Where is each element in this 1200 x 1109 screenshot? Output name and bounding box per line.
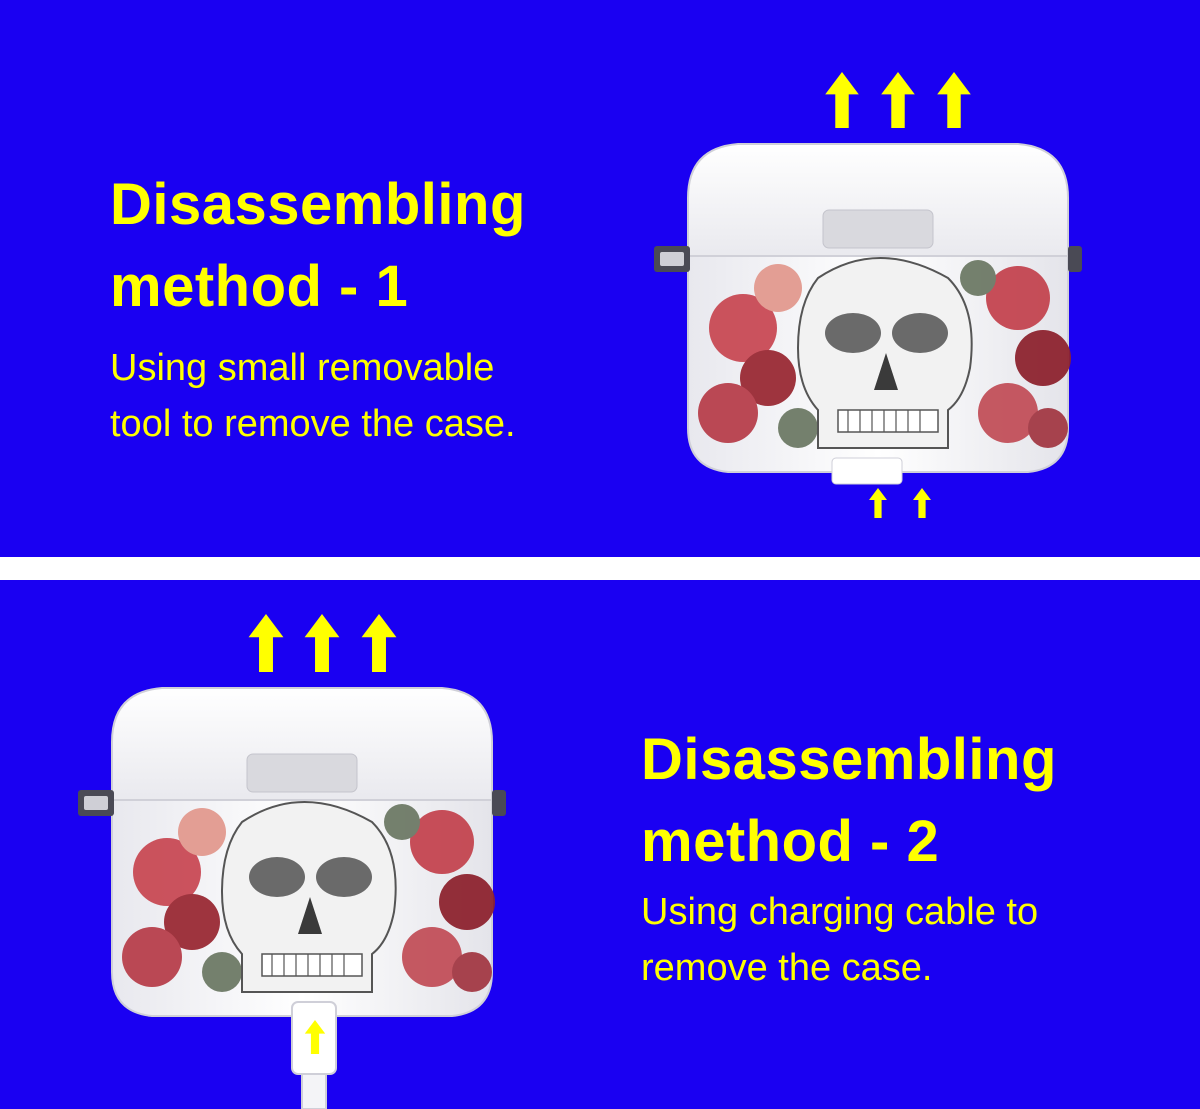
method-1-panel: Disassembling method - 1 Using small rem… xyxy=(0,0,1200,557)
up-arrow-icon xyxy=(304,1020,326,1054)
removal-tool-image xyxy=(831,457,903,485)
up-arrow-icon xyxy=(304,614,340,672)
method-2-title: Disassembling method - 2 xyxy=(641,727,1057,874)
up-arrow-icon xyxy=(913,488,931,518)
up-arrow-icon xyxy=(937,72,971,128)
up-arrow-icon xyxy=(825,72,859,128)
charging-cable-image xyxy=(291,1001,337,1109)
method-2-description: Using charging cable to remove the case. xyxy=(641,891,1039,989)
earbuds-case-image xyxy=(77,687,507,1017)
up-arrow-icon xyxy=(248,614,284,672)
up-arrow-icon xyxy=(881,72,915,128)
earbuds-case-image xyxy=(653,143,1083,473)
method-1-description: Using small removable tool to remove the… xyxy=(110,347,516,445)
method-1-title: Disassembling method - 1 xyxy=(110,172,526,319)
up-arrow-icon xyxy=(869,488,887,518)
method-2-panel: Disassembling method - 2 Using charging … xyxy=(0,580,1200,1109)
up-arrow-icon xyxy=(361,614,397,672)
